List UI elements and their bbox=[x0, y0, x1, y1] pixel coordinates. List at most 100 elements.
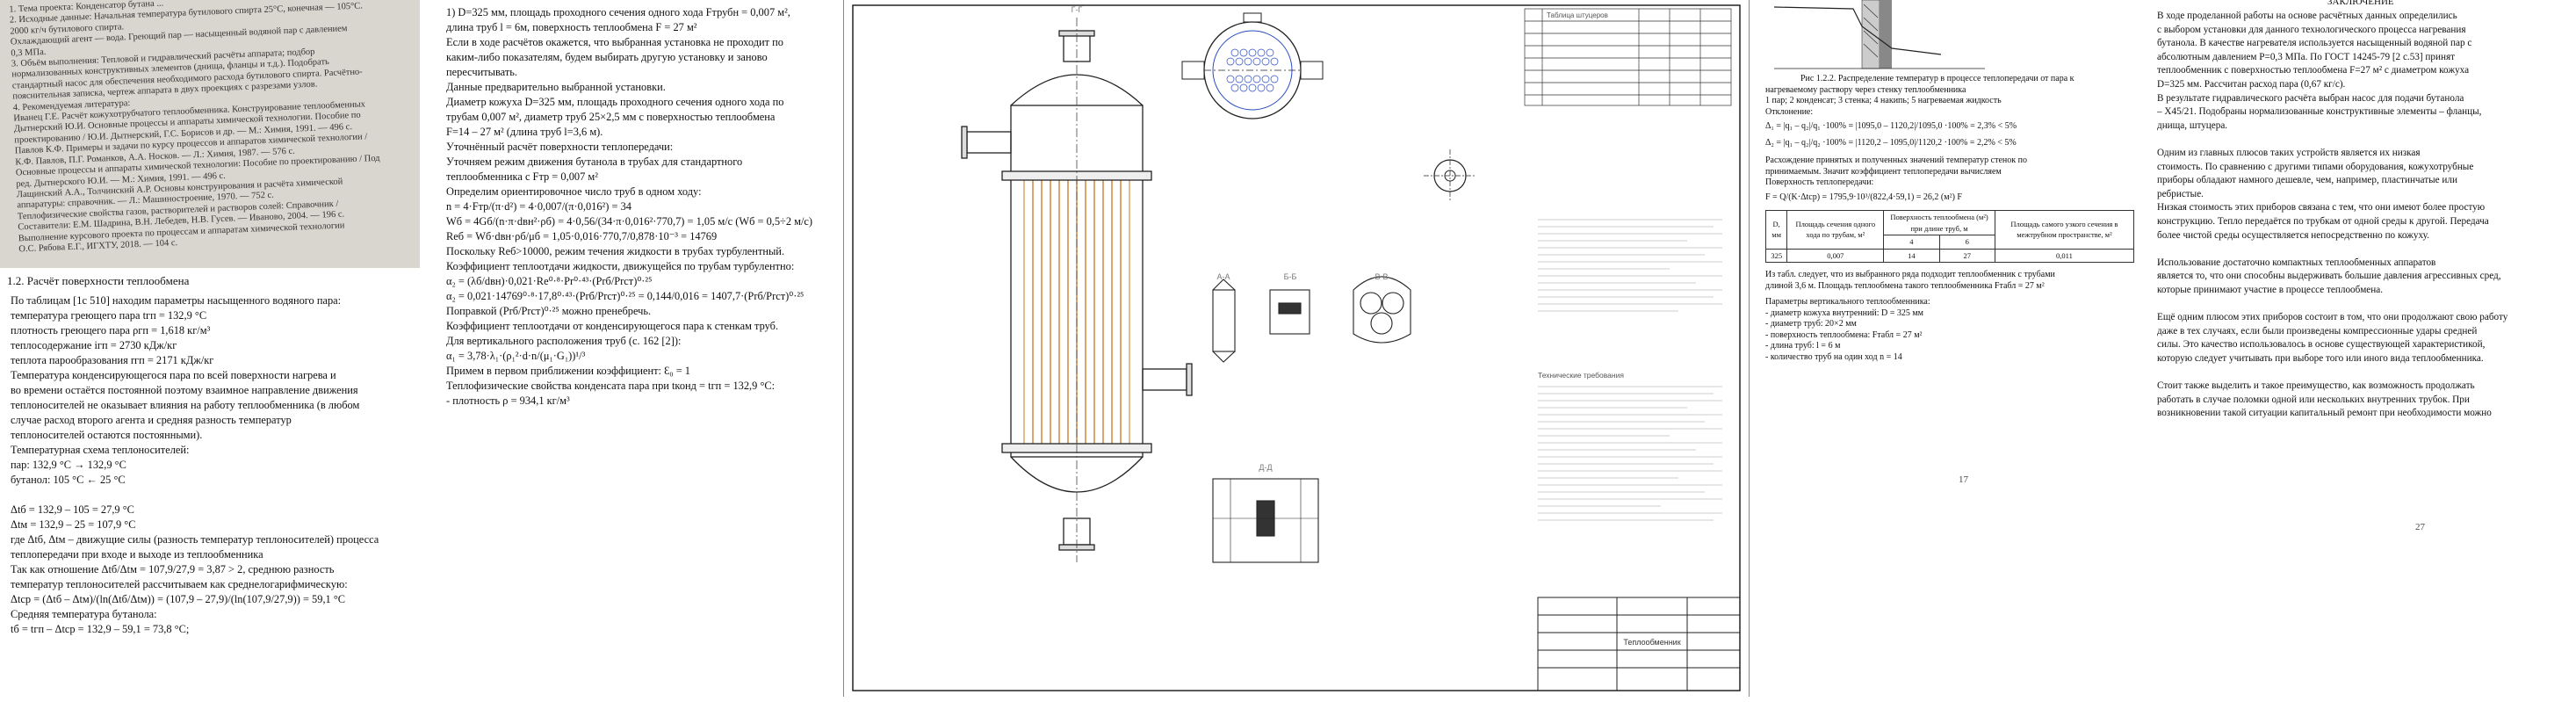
text-line: теплообменник с поверхностью теплообмена… bbox=[2157, 65, 2470, 76]
table-cell: 0,011 bbox=[1994, 248, 2135, 263]
technical-notes bbox=[1538, 219, 1722, 521]
selection-text: длиной 3,6 м. Площадь теплообмена такого… bbox=[1765, 280, 2045, 291]
text-line: трубам 0,007 м², диаметр труб 25×2,5 мм … bbox=[446, 111, 776, 123]
text-line: конструкцию. Тепло передаётся по трубкам… bbox=[2157, 215, 2489, 227]
check-formula-2: Δ₂ = |q₁ – q₂|/q₂ ·100% = |1120,2 – 1095… bbox=[1765, 137, 2017, 148]
assignment-text: 1. Тема проекта: Конденсатор бутана ...2… bbox=[0, 0, 420, 261]
text-line: Уточняем режим движения бутанола в труба… bbox=[446, 156, 743, 168]
table-cell: 27 bbox=[1938, 248, 1995, 263]
tube-sheet-section bbox=[1181, 12, 1324, 119]
text-line: длина труб l = 6м, поверхность теплообме… bbox=[446, 21, 697, 33]
text-line: теплоносителей не оказывает влияния на р… bbox=[11, 399, 360, 411]
text-line bbox=[11, 488, 420, 503]
text-line: силы. Это качество использовалось в осно… bbox=[2157, 339, 2486, 351]
temperature-distribution-page: Рис 1.2.2. Распределение температур в пр… bbox=[1757, 0, 2143, 697]
table-header: Поверхность теплообмена (м²) при длине т… bbox=[1883, 210, 1995, 235]
section-label: Д-Д bbox=[1259, 463, 1272, 472]
selection-text: Из табл. следует, что из выбранного ряда… bbox=[1765, 270, 2055, 279]
text-line: Температура конденсирующегося пара по вс… bbox=[11, 369, 336, 381]
text-line: - диаметр кожуха внутренний: D = 325 мм bbox=[1765, 308, 1923, 318]
text-line: Для вертикального расположения труб (с. … bbox=[446, 335, 682, 347]
tube-calc-text: 1) D=325 мм, площадь проходного сечения … bbox=[446, 5, 833, 409]
text-line: В ходе проделанной работы на основе расч… bbox=[2157, 11, 2457, 21]
nozzle-table-header: Таблица штуцеров bbox=[1547, 11, 1608, 19]
text-line: - плотность ρ = 934,1 кг/м³ bbox=[446, 394, 570, 407]
text-line: теплосодержание iгп = 2730 кДж/кг bbox=[11, 339, 177, 351]
text-line: температур теплоносителей рассчитываем к… bbox=[11, 578, 348, 590]
text-line: пар: 132,9 °С → 132,9 °С bbox=[11, 459, 126, 471]
text-line: D=325 мм. Рассчитан расход пара (0,67 кг… bbox=[2157, 78, 2346, 90]
table-header: Площадь сечения одного хода по трубам, м… bbox=[1786, 210, 1885, 250]
text-line: Определим ориентировочное число труб в о… bbox=[446, 185, 702, 198]
check-heading: Отклонение: bbox=[1765, 106, 1814, 117]
text-line: α₁ = 3,78·λ₁·(ρ₁²·d·n/(μ₁·G₁))¹/³ bbox=[446, 350, 586, 362]
text-line: Температурная схема теплоносителей: bbox=[11, 444, 190, 456]
table-cell: 0,007 bbox=[1786, 248, 1885, 263]
surface-text: принимаемым. Значит коэффициент теплопер… bbox=[1765, 166, 2002, 177]
text-line: Низкая стоимость этих приборов связана с… bbox=[2157, 202, 2486, 213]
params-list: - диаметр кожуха внутренний: D = 325 мм-… bbox=[1765, 308, 2139, 364]
text-line: Использование достаточно компактных тепл… bbox=[2157, 257, 2436, 268]
conclusion-text: В ходе проделанной работы на основе расч… bbox=[2157, 10, 2576, 421]
text-line bbox=[2157, 365, 2576, 380]
text-line: ребристые. bbox=[2157, 188, 2204, 199]
conclusion-title: ЗАКЛЮЧЕНИЕ bbox=[2327, 0, 2394, 7]
text-line: Теплофизические свойства конденсата пара… bbox=[446, 380, 776, 392]
section-label: В-В bbox=[1375, 272, 1388, 281]
text-line: В результате гидравлического расчёта выб… bbox=[2157, 92, 2464, 104]
text-line: tб = tгп – Δtср = 132,9 – 59,1 = 73,8 °С… bbox=[11, 623, 190, 635]
drawing-svg: А-А Б-Б В-В Г-Г Д-Д Таблица штуцеров Тех… bbox=[852, 4, 1741, 691]
text-line: температура греющего пара tгп = 132,9 °С bbox=[11, 309, 207, 322]
text-line bbox=[2157, 133, 2576, 147]
text-line: Δtср = (Δtб – Δtм)/(ln(Δtб/Δtм)) = (107,… bbox=[11, 593, 346, 605]
page-number: 27 bbox=[2415, 522, 2425, 532]
temperature-diagram bbox=[1773, 0, 1985, 69]
text-line: стоимость. По сравнению с другими типами… bbox=[2157, 161, 2474, 172]
text-line: 1) D=325 мм, площадь проходного сечения … bbox=[446, 6, 790, 18]
text-line: бутанол: 105 °С ← 25 °С bbox=[11, 474, 126, 486]
text-line: Ещё одним плюсом этих приборов состоит в… bbox=[2157, 312, 2508, 323]
assignment-photo: 1. Тема проекта: Конденсатор бутана ...2… bbox=[0, 0, 420, 268]
surface-text: Расхождение принятых и полученных значен… bbox=[1765, 156, 2027, 165]
text-line: где Δtб, Δtм – движущие силы (разность т… bbox=[11, 533, 379, 546]
table-subheader: 4 bbox=[1883, 235, 1940, 250]
section-detail-views bbox=[1212, 276, 1411, 563]
figure-legend: 1 пар; 2 конденсат; 3 стенка; 4 накипь; … bbox=[1765, 96, 2002, 105]
text-line: абсолютным давлением Р=0,3 МПа. По ГОСТ … bbox=[2157, 51, 2456, 62]
text-line: возникновении такой ситуации капитальный… bbox=[2157, 408, 2492, 419]
heat-exchanger-drawing: А-А Б-Б В-В Г-Г Д-Д Таблица штуцеров Тех… bbox=[843, 0, 1750, 697]
text-line: пересчитывать. bbox=[446, 66, 518, 78]
text-line: Wб = 4Gб/(n·π·dвн²·ρб) = 4·0,56/(34·π·0,… bbox=[446, 215, 813, 228]
text-line: Диаметр кожуха D=325 мм, площадь проходн… bbox=[446, 96, 784, 108]
text-line: - поверхность теплообмена: Fтабл = 27 м² bbox=[1765, 329, 1923, 340]
surface-text: Поверхность теплопередачи: bbox=[1765, 177, 1874, 187]
table-subheader: 6 bbox=[1938, 235, 1995, 250]
section-label: А-А bbox=[1216, 272, 1230, 281]
text-line: Если в ходе расчётов окажется, что выбра… bbox=[446, 36, 783, 48]
section-label: Б-Б bbox=[1284, 272, 1297, 281]
calc-text-block: По таблицам [1с 510] находим параметры н… bbox=[11, 293, 420, 637]
text-line: – Х45/21. Подобраны нормализованные конс… bbox=[2157, 106, 2482, 118]
table-row: 325 0,007 14 27 0,011 bbox=[1764, 248, 2135, 263]
section-label: Г-Г bbox=[1072, 5, 1083, 14]
page-number: 17 bbox=[1959, 474, 1968, 485]
text-line: Данные предварительно выбранной установк… bbox=[446, 81, 666, 93]
text-line: которую следует учитывать при выборе тог… bbox=[2157, 352, 2484, 364]
table-header: D, мм bbox=[1764, 210, 1788, 250]
text-line: даже в тех случаях, если были произведен… bbox=[2157, 325, 2478, 337]
heat-surface-calc-page: 1.2. Расчёт поверхности теплообмена По т… bbox=[0, 268, 420, 702]
text-line: теплопередачи при входе и выходе из тепл… bbox=[11, 548, 263, 561]
nozzle-table bbox=[1524, 8, 1732, 106]
text-line: - диаметр труб: 20×2 мм bbox=[1765, 319, 1857, 329]
text-line: Одним из главных плюсов таких устройств … bbox=[2157, 147, 2421, 158]
text-line: является то, что они способны выдерживат… bbox=[2157, 271, 2501, 282]
table-header-row: D, мм Площадь сечения одного хода по тру… bbox=[1764, 210, 2135, 250]
text-line: Коэффициент теплоотдачи от конденсирующе… bbox=[446, 320, 779, 332]
text-line: - длина труб: l = 6 м bbox=[1765, 341, 1841, 351]
tech-requirements-heading: Технические требования bbox=[1538, 371, 1624, 380]
text-line: теплообменника с Fтр = 0,007 м² bbox=[446, 170, 598, 183]
text-line: n = 4·Fтр/(π·d²) = 4·0,007/(π·0,016²) = … bbox=[446, 200, 631, 213]
text-line: Примем в первом приближении коэффициент:… bbox=[446, 365, 690, 377]
text-line: α₂ = 0,021·14769⁰·⁸·17,8⁰·⁴³·(Prб/Prст)⁰… bbox=[446, 290, 805, 302]
text-line: Поправкой (Prб/Prст)⁰·²⁵ можно пренебреч… bbox=[446, 305, 652, 317]
